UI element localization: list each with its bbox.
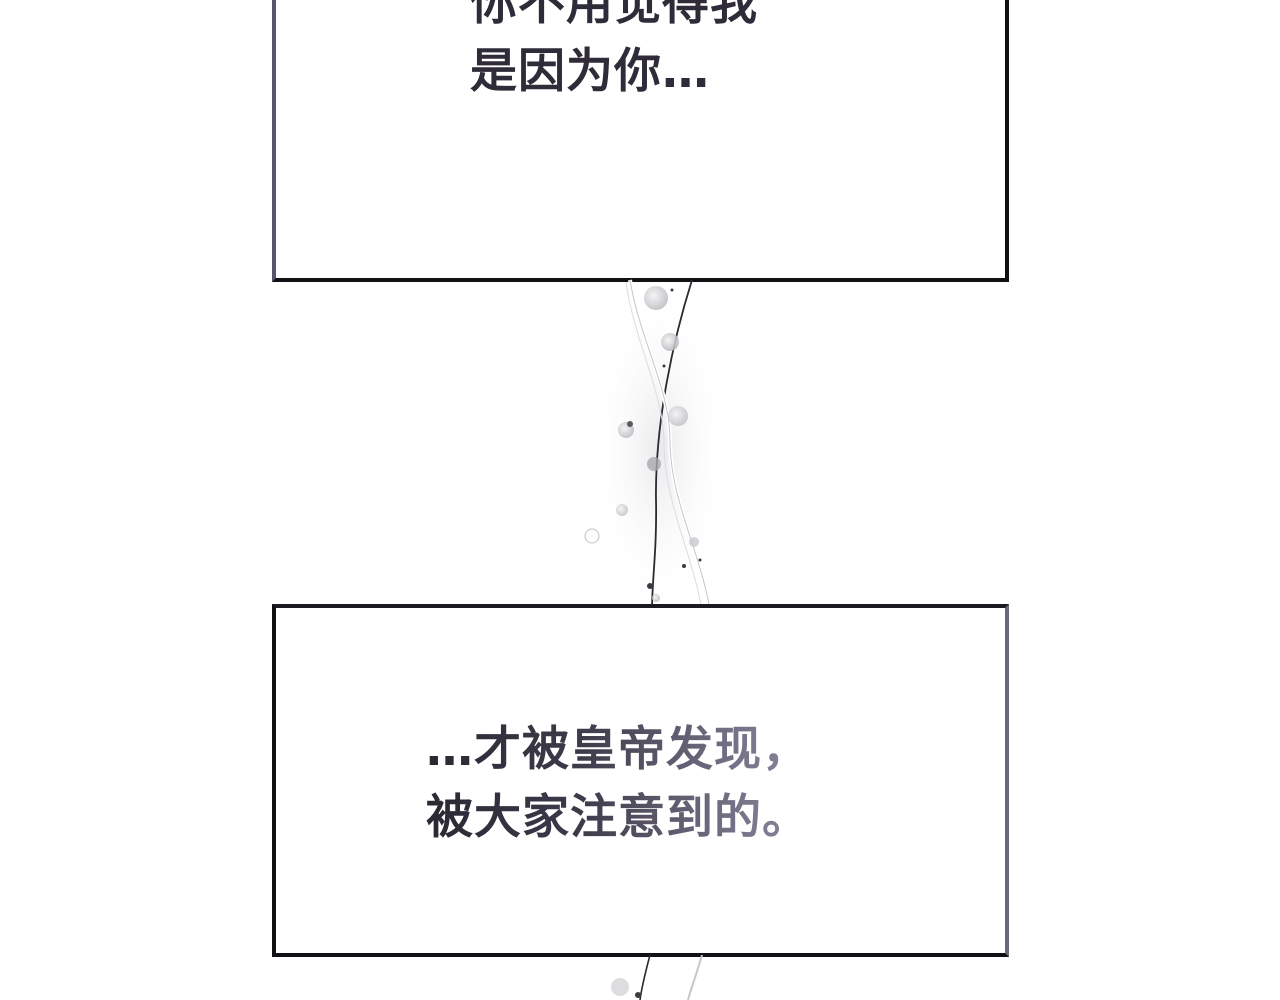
caption-top-line-2: 是因为你… (470, 44, 710, 99)
caption-box-bottom: …才被皇帝发现， 被大家注意到的。 (272, 604, 1009, 957)
caption-text-bottom: …才被皇帝发现， 被大家注意到的。 (426, 716, 810, 852)
caption-bottom-line-1: …才被皇帝发现， (426, 722, 810, 777)
sparkle-thread-decoration-lower (611, 955, 703, 1000)
caption-bottom-line-2: 被大家注意到的。 (426, 790, 810, 845)
caption-box-top: 你不用觉得我 是因为你… (272, 0, 1009, 282)
caption-top-line-1: 你不用觉得我 (470, 0, 758, 31)
sparkle-thread-decoration (584, 279, 730, 620)
caption-text-top: 你不用觉得我 是因为你… (470, 0, 758, 106)
